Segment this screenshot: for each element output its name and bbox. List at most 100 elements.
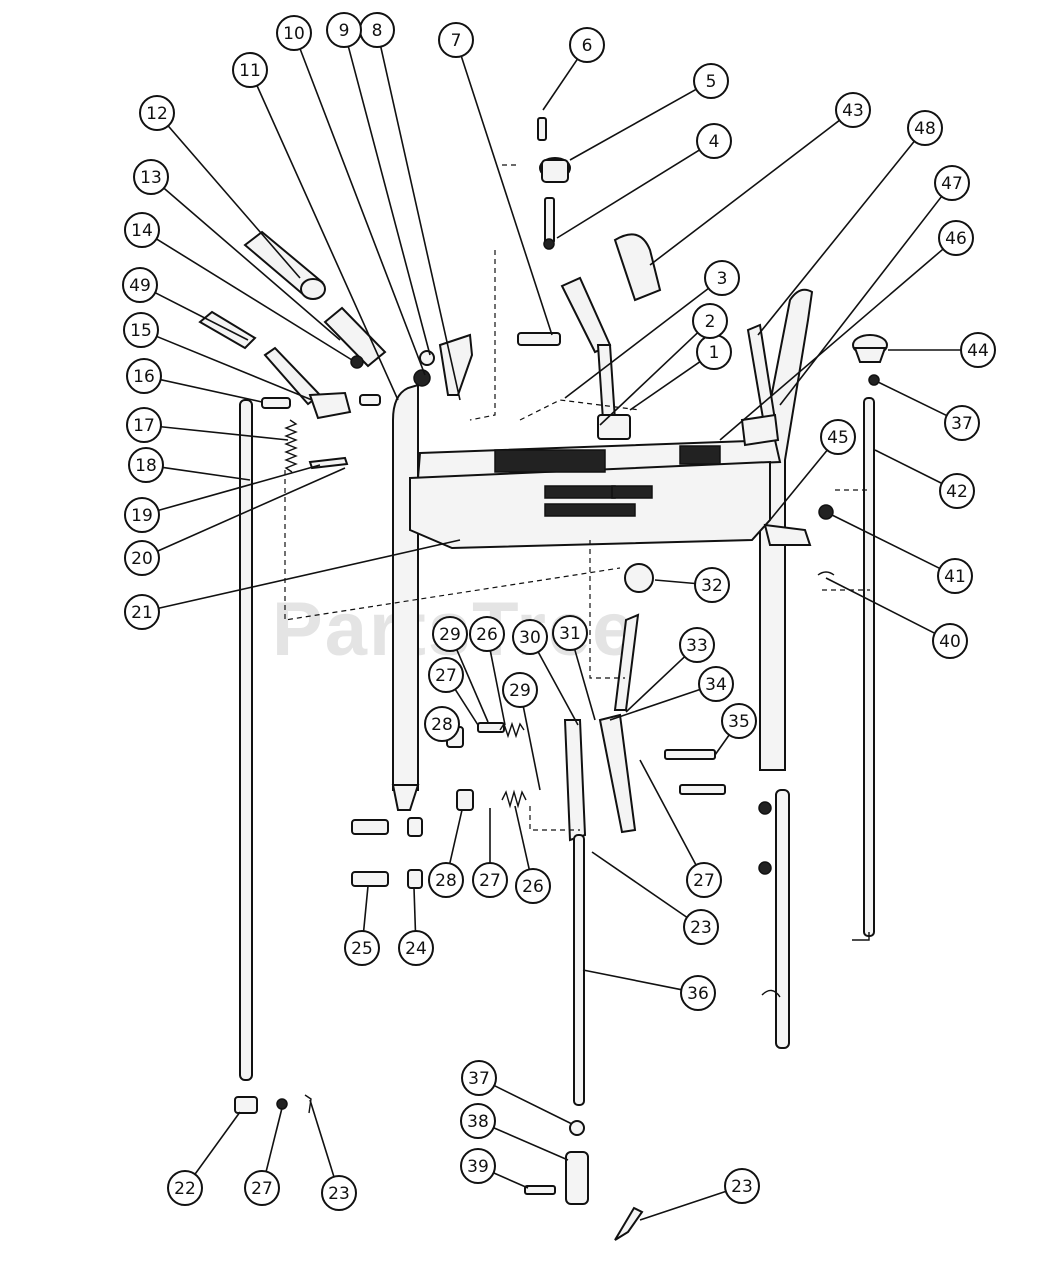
callout-31[interactable]: 31: [552, 615, 588, 651]
callout-29[interactable]: 29: [432, 616, 468, 652]
callout-16[interactable]: 16: [126, 358, 162, 394]
callout-circle: [515, 868, 551, 904]
callout-number: 40: [939, 632, 961, 652]
callout-40[interactable]: 40: [932, 623, 968, 659]
callout-26[interactable]: 26: [469, 616, 505, 652]
leader-line-47: [779, 195, 943, 406]
callout-number: 23: [690, 918, 712, 938]
callout-number: 28: [431, 715, 453, 735]
callout-27[interactable]: 27: [472, 862, 508, 898]
callout-circle: [939, 473, 975, 509]
leader-line-18: [162, 466, 251, 481]
callout-33[interactable]: 33: [679, 627, 715, 663]
callout-37[interactable]: 37: [944, 405, 980, 441]
callout-6[interactable]: 6: [569, 27, 605, 63]
callout-30[interactable]: 30: [512, 619, 548, 655]
callout-8[interactable]: 8: [359, 12, 395, 48]
grip-13: [323, 306, 387, 368]
callout-19[interactable]: 19: [124, 497, 160, 533]
callout-number: 27: [251, 1179, 273, 1199]
callout-23[interactable]: 23: [321, 1175, 357, 1211]
callout-18[interactable]: 18: [128, 447, 164, 483]
callout-number: 38: [467, 1112, 489, 1132]
leader-line-4: [556, 149, 700, 239]
callout-11[interactable]: 11: [232, 52, 268, 88]
leader-line-24: [413, 887, 417, 932]
callout-32[interactable]: 32: [694, 567, 730, 603]
panel-label-3: [611, 485, 653, 499]
callout-number: 47: [941, 174, 963, 194]
callout-21[interactable]: 21: [124, 594, 160, 630]
callout-23[interactable]: 23: [683, 909, 719, 945]
leader-line-23: [639, 1190, 727, 1221]
callout-2[interactable]: 2: [692, 303, 728, 339]
callout-41[interactable]: 41: [937, 558, 973, 594]
callout-14[interactable]: 14: [124, 212, 160, 248]
callout-27[interactable]: 27: [428, 657, 464, 693]
callout-49[interactable]: 49: [122, 267, 158, 303]
callout-37[interactable]: 37: [461, 1060, 497, 1096]
grip-12-end: [300, 278, 326, 300]
callout-39[interactable]: 39: [460, 1148, 496, 1184]
callout-labels: 1234567891011121314151617181920212223242…: [122, 12, 996, 1211]
callout-12[interactable]: 12: [139, 95, 175, 131]
callout-13[interactable]: 13: [133, 159, 169, 195]
pin-16: [359, 394, 381, 406]
callout-circle: [167, 1170, 203, 1206]
callout-7[interactable]: 7: [438, 22, 474, 58]
washer-27-bottom: [276, 1098, 288, 1110]
bolt-35-lower: [679, 784, 726, 795]
callout-15[interactable]: 15: [123, 312, 159, 348]
callout-17[interactable]: 17: [126, 407, 162, 443]
leader-line-48: [757, 140, 915, 336]
callout-42[interactable]: 42: [939, 473, 975, 509]
callout-number: 5: [706, 72, 717, 92]
callout-1[interactable]: 1: [696, 334, 732, 370]
callout-22[interactable]: 22: [167, 1170, 203, 1206]
leader-line-37: [493, 1084, 573, 1125]
callout-43[interactable]: 43: [835, 92, 871, 128]
right-lower-handle-rod: [775, 789, 790, 1049]
callout-5[interactable]: 5: [693, 63, 729, 99]
callout-28[interactable]: 28: [428, 862, 464, 898]
callout-23[interactable]: 23: [724, 1168, 760, 1204]
callout-25[interactable]: 25: [344, 930, 380, 966]
clip-23-bottom: [304, 1094, 312, 1114]
callout-28[interactable]: 28: [424, 706, 460, 742]
leader-line-38: [493, 1127, 569, 1161]
callout-44[interactable]: 44: [960, 332, 996, 368]
callout-48[interactable]: 48: [907, 110, 943, 146]
callout-29[interactable]: 29: [502, 672, 538, 708]
callout-47[interactable]: 47: [934, 165, 970, 201]
bolt-35-upper: [664, 749, 716, 760]
callout-number: 22: [174, 1179, 196, 1199]
callout-number: 16: [133, 367, 155, 387]
callout-24[interactable]: 24: [398, 930, 434, 966]
callout-46[interactable]: 46: [938, 220, 974, 256]
callout-number: 41: [944, 567, 966, 587]
callout-circle: [679, 627, 715, 663]
spring-17: [284, 419, 298, 473]
leader-line-20: [157, 467, 346, 552]
callout-20[interactable]: 20: [124, 540, 160, 576]
callout-45[interactable]: 45: [820, 419, 856, 455]
callout-10[interactable]: 10: [276, 15, 312, 51]
callout-27[interactable]: 27: [244, 1170, 280, 1206]
callout-number: 43: [842, 101, 864, 121]
callout-36[interactable]: 36: [680, 975, 716, 1011]
callout-38[interactable]: 38: [460, 1103, 496, 1139]
callout-circle: [704, 260, 740, 296]
callout-circle: [698, 666, 734, 702]
callout-9[interactable]: 9: [326, 12, 362, 48]
callout-number: 18: [135, 456, 157, 476]
callout-26[interactable]: 26: [515, 868, 551, 904]
callout-circle: [696, 123, 732, 159]
callout-35[interactable]: 35: [721, 703, 757, 739]
cable-pivot-8: [438, 333, 474, 396]
callout-4[interactable]: 4: [696, 123, 732, 159]
callout-3[interactable]: 3: [704, 260, 740, 296]
callout-number: 45: [827, 428, 849, 448]
callout-34[interactable]: 34: [698, 666, 734, 702]
spacer-16: [261, 397, 291, 409]
callout-27[interactable]: 27: [686, 862, 722, 898]
